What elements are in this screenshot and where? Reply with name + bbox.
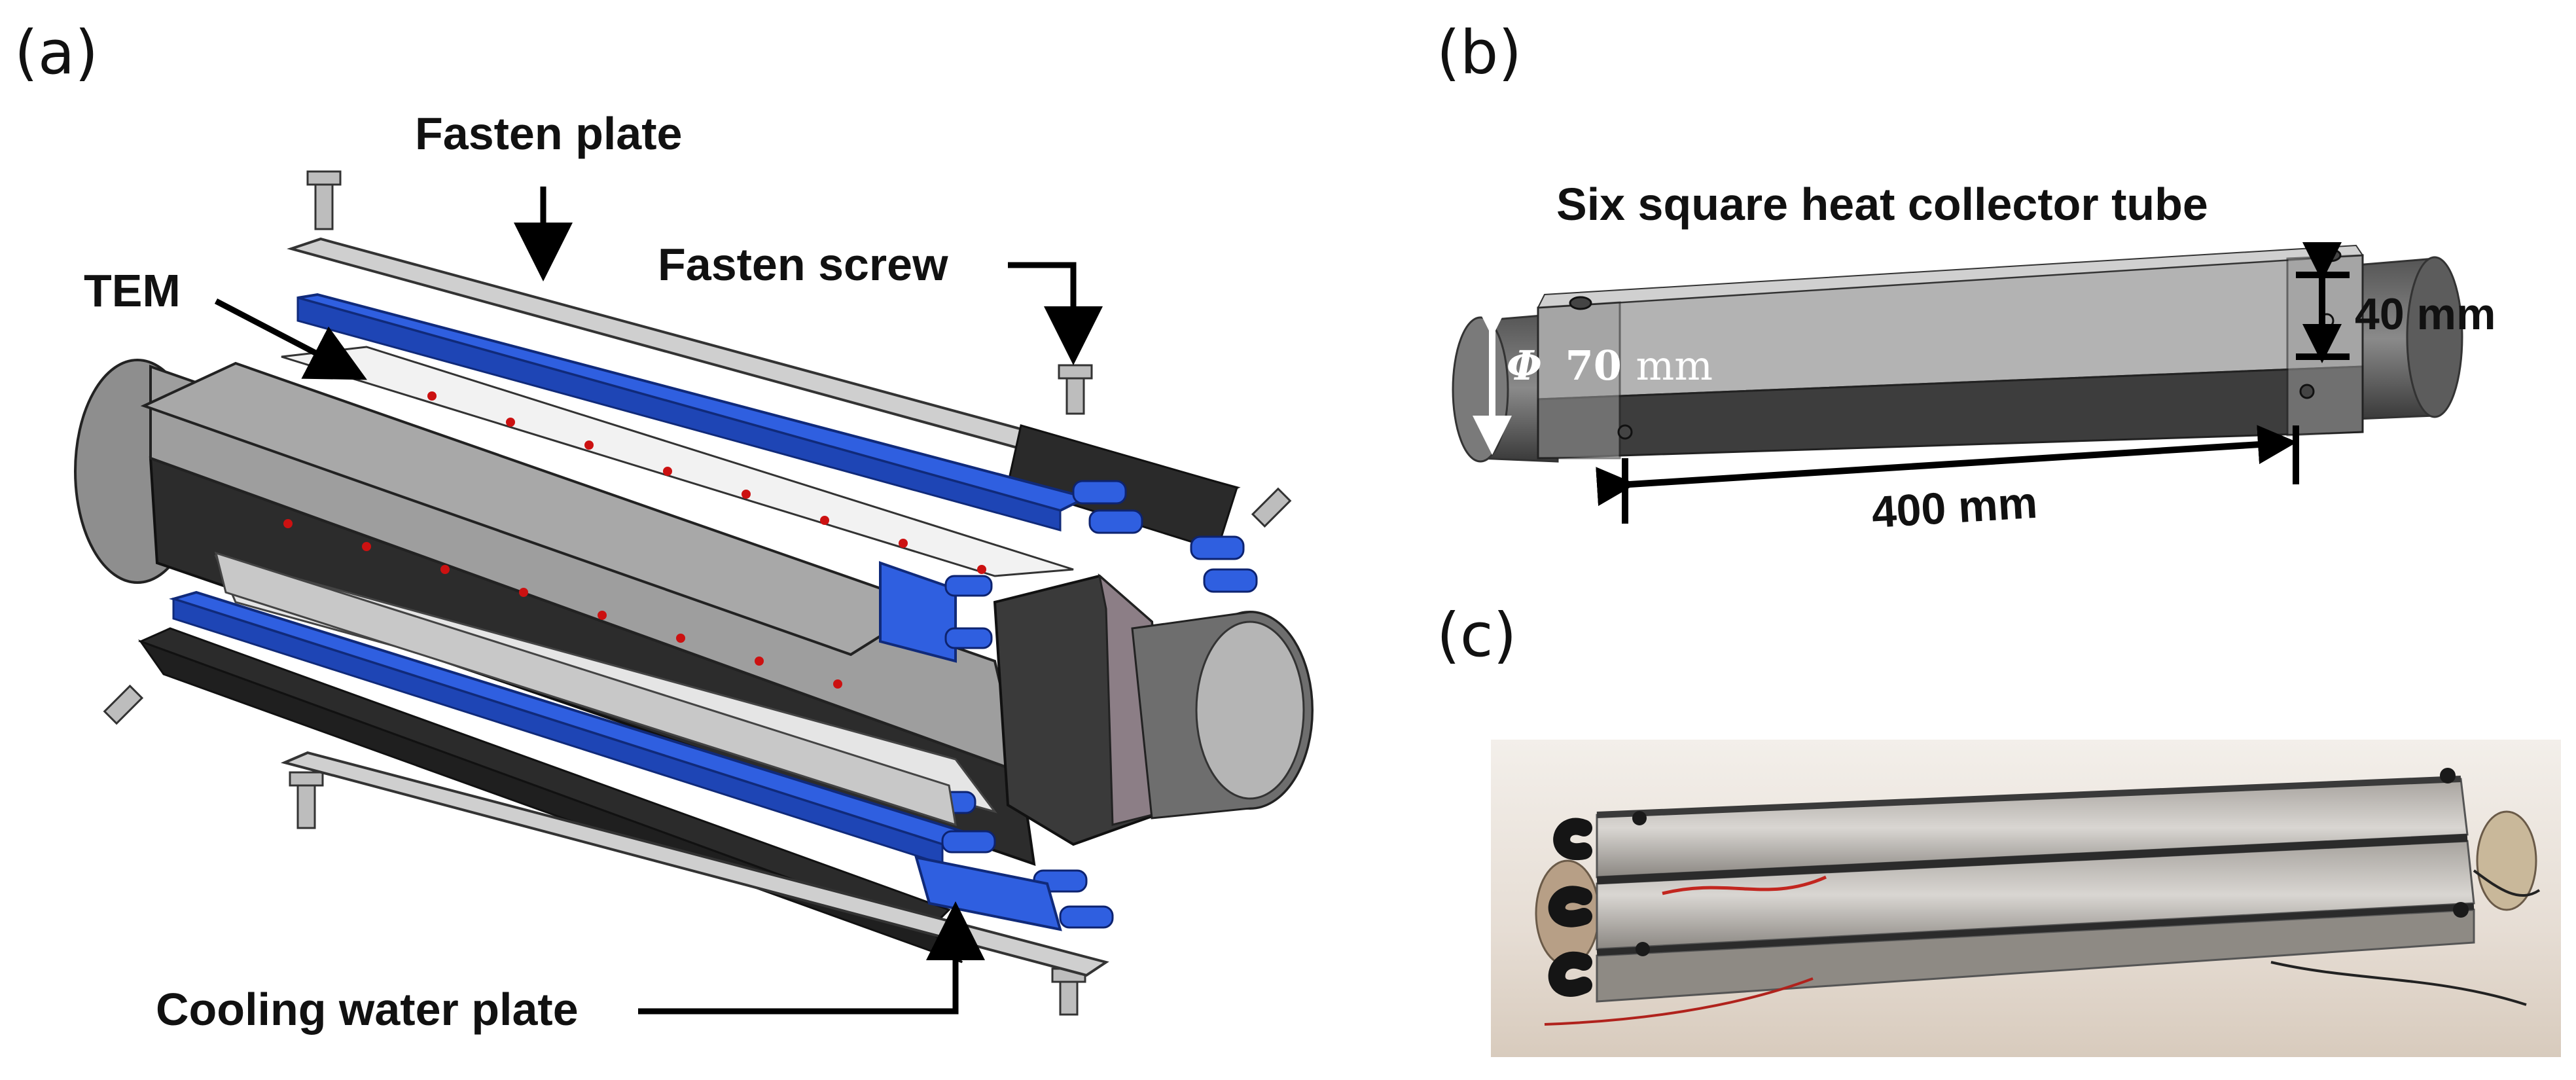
arrow-fasten-screw [1008, 262, 1103, 365]
exploded-assembly-drawing [74, 170, 1314, 1016]
middle-cooling-pipes [944, 575, 993, 649]
panel-b: (b) Six square heat collector tube [1437, 18, 2496, 537]
dim-400-label: 400 mm [1870, 478, 2039, 537]
panel-c-letter: (c) [1437, 600, 1516, 670]
panel-c: (c) [1437, 600, 2561, 1057]
dim-40-label: 40 mm [2355, 289, 2496, 339]
outlet-pipe-bore [1195, 621, 1305, 800]
prototype-photo [1491, 740, 2561, 1057]
label-six-square-tube: Six square heat collector tube [1556, 179, 2208, 230]
dim-400-arrow [1596, 425, 2297, 507]
dim-phi-value: 70 [1565, 342, 1622, 389]
tem-row-lower [214, 551, 957, 827]
tem-dots-middle [283, 519, 842, 689]
label-cooling-water-plate: Cooling water plate [156, 984, 579, 1035]
top-cooling-plate-side [296, 297, 1062, 531]
label-fasten-plate: Fasten plate [415, 108, 682, 159]
arrow-tem [214, 298, 367, 380]
panel-b-letter: (b) [1437, 18, 1522, 88]
dim-phi-unit: mm [1636, 342, 1713, 389]
dim-phi-symbol: Φ [1507, 342, 1542, 389]
bottom-cooling-manifold [914, 855, 1062, 931]
arrow-cooling-water-plate [638, 901, 985, 1015]
panel-a-letter: (a) [14, 18, 98, 88]
bottom-fasten-plate [280, 751, 1109, 977]
label-tem: TEM [84, 265, 181, 316]
label-fasten-screw: Fasten screw [658, 239, 948, 290]
top-cooling-pipes [1072, 480, 1258, 593]
panel-a: (a) [14, 18, 1314, 1035]
middle-cooling-endblock [879, 561, 957, 663]
dim-phi-label: Φ 70 mm [1507, 342, 1713, 389]
